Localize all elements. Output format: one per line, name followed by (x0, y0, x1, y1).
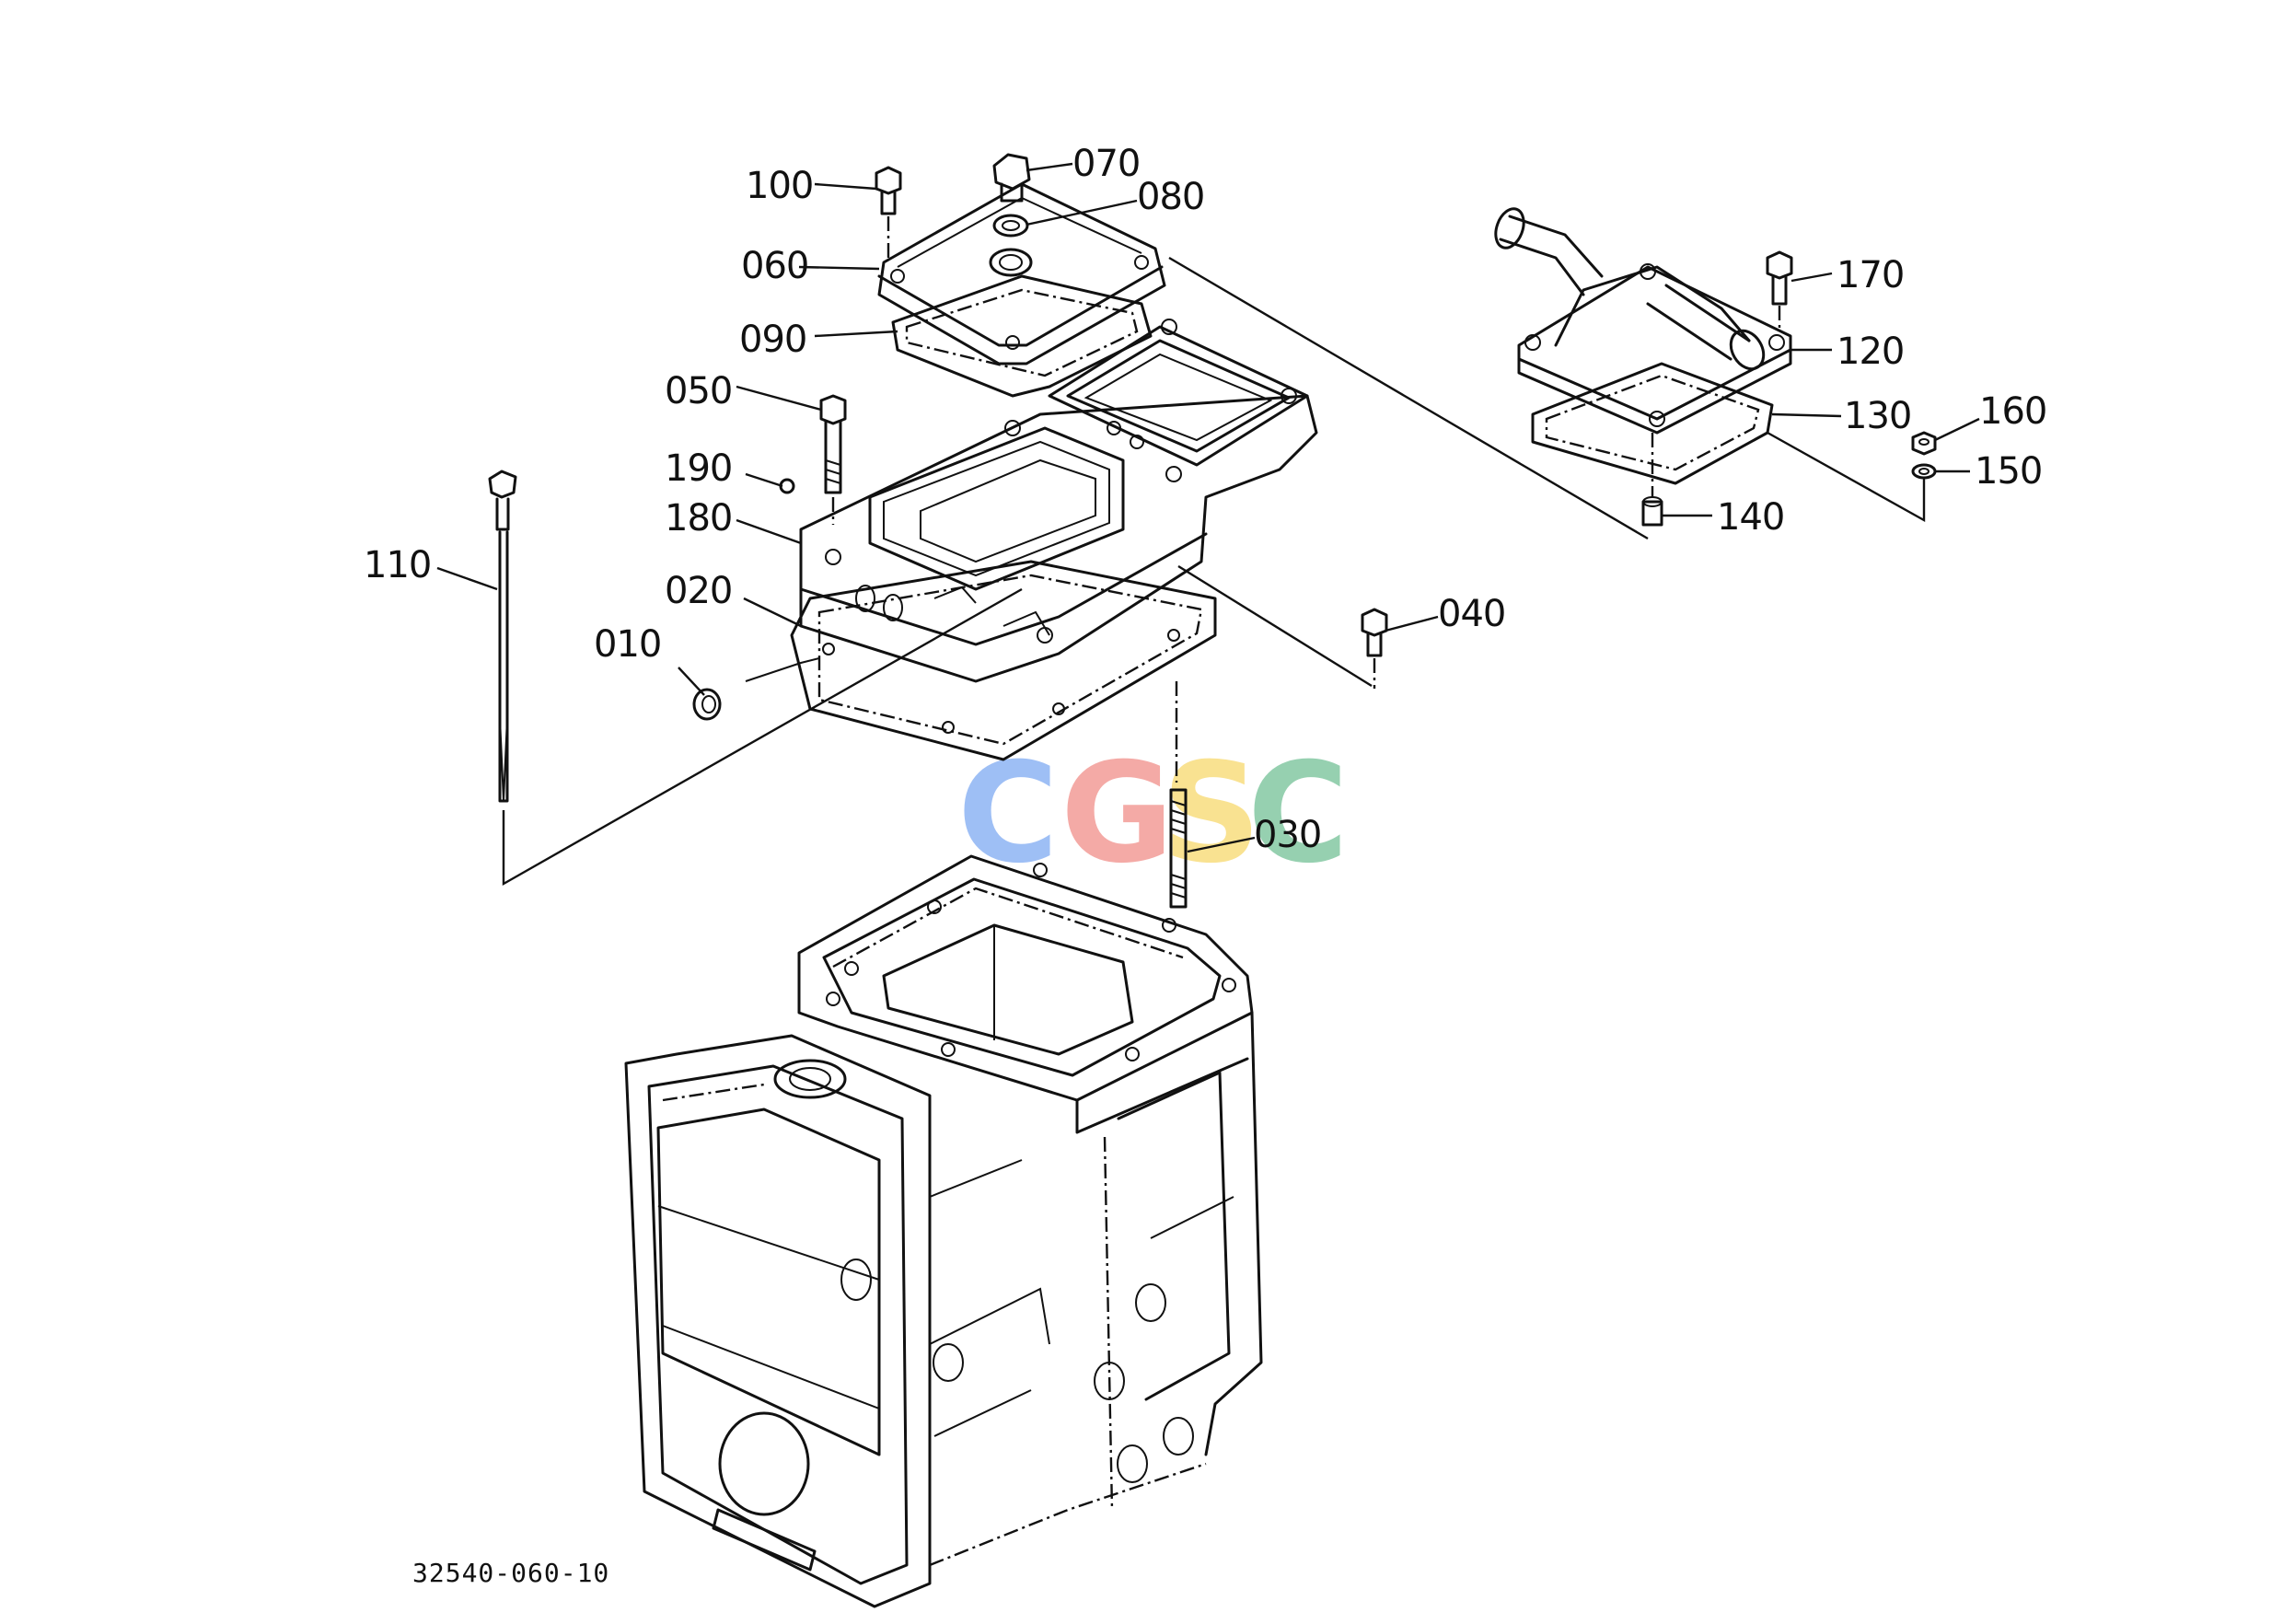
plug-010 (692, 657, 820, 721)
callout-190: 190 (665, 447, 732, 490)
watermark: C G S C (957, 734, 1349, 894)
callout-090: 090 (739, 319, 806, 361)
watermark-letter-4: C (1247, 734, 1349, 894)
bolt-050 (819, 394, 847, 525)
callout-070: 070 (1072, 143, 1140, 185)
top-cover-060 (877, 182, 1166, 365)
dowel-140 (1641, 496, 1663, 527)
shift-housing-180 (799, 319, 1318, 683)
callout-170: 170 (1837, 254, 1904, 296)
callout-130: 130 (1844, 395, 1911, 437)
drawing-number: 32540-060-10 (412, 1558, 609, 1588)
nut-160 (1911, 431, 1937, 456)
bolt-100 (875, 166, 902, 258)
bolt-040 (1361, 608, 1388, 689)
callout-080: 080 (1137, 176, 1204, 218)
callout-030: 030 (1254, 814, 1321, 856)
stud-030 (1169, 788, 1188, 909)
watermark-letter-3: S (1162, 734, 1261, 894)
callout-140: 140 (1717, 496, 1784, 539)
plug-070-washer-080 (992, 153, 1031, 238)
callout-020: 020 (665, 570, 732, 612)
callout-010: 010 (594, 623, 661, 666)
dipstick-110 (488, 470, 517, 803)
assembly-lines (502, 256, 1926, 887)
washer-150 (1911, 463, 1937, 480)
callout-050: 050 (665, 370, 732, 412)
callout-150: 150 (1975, 450, 2042, 493)
callout-180: 180 (665, 497, 732, 539)
callout-040: 040 (1438, 593, 1505, 635)
bolt-170 (1766, 250, 1793, 331)
callout-120: 120 (1837, 331, 1904, 373)
cover-120 (1494, 207, 1792, 435)
ball-190 (779, 478, 795, 494)
watermark-letter-2: G (1060, 734, 1174, 894)
gasket-020 (790, 560, 1217, 761)
callout-labels: 010 020 030 040 050 060 070 080 090 100 … (364, 143, 2047, 856)
callout-leaders (436, 162, 1980, 853)
transmission-case (624, 854, 1263, 1608)
callout-100: 100 (746, 165, 813, 207)
callout-160: 160 (1979, 390, 2046, 433)
gasket-090 (891, 274, 1153, 398)
callout-060: 060 (741, 245, 808, 287)
callout-110: 110 (364, 544, 431, 586)
